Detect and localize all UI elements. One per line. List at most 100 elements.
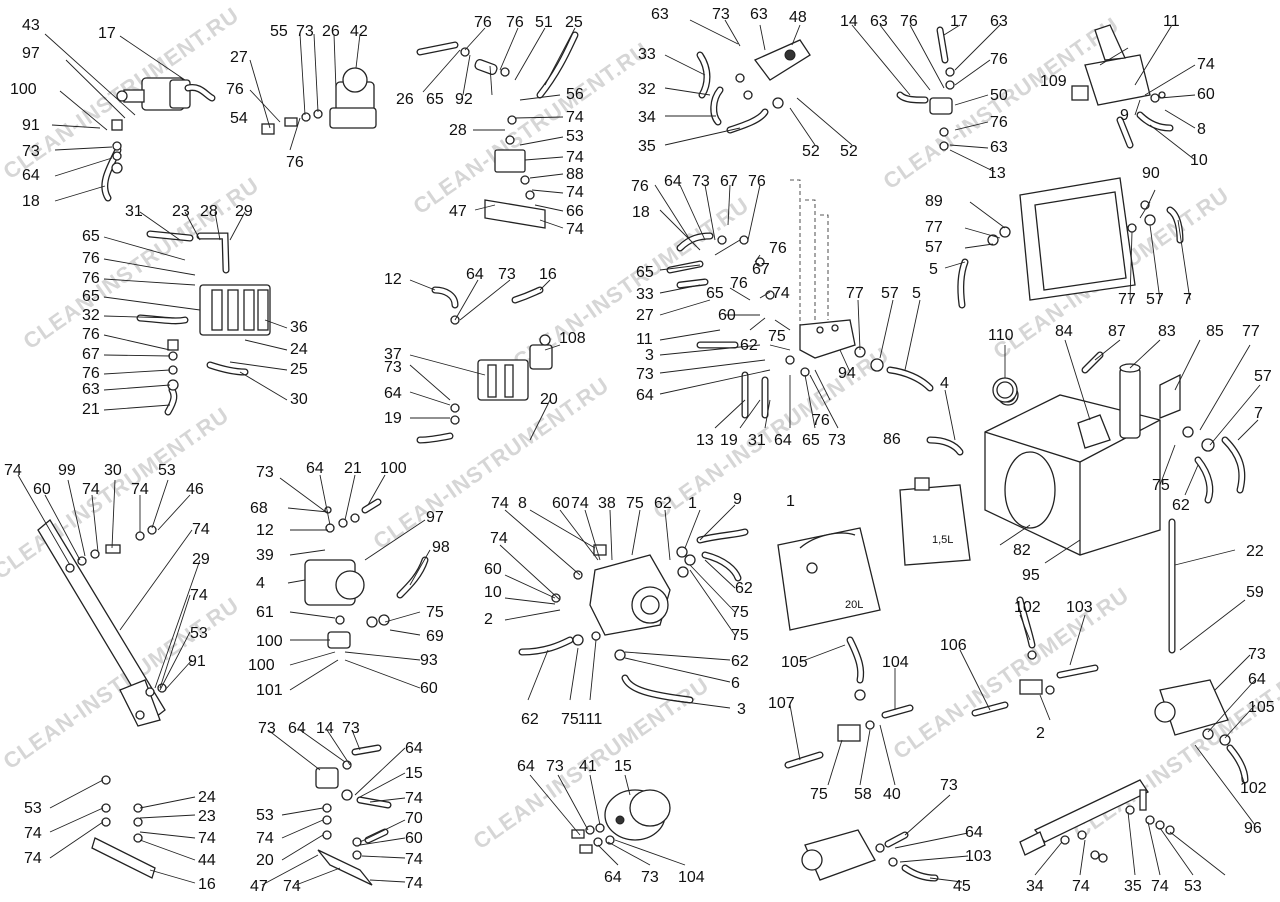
callout: 110 bbox=[988, 327, 1014, 344]
callout: 57 bbox=[881, 285, 899, 302]
callout: 27 bbox=[230, 49, 248, 66]
watermark: CLEAN-INSTRUMENT.RU bbox=[649, 342, 894, 524]
callout: 60 bbox=[33, 481, 51, 498]
small-manifold-47 bbox=[315, 744, 392, 886]
callout: 39 bbox=[256, 547, 274, 564]
hydraulic-tank-95 bbox=[926, 351, 1246, 654]
callout: 74 bbox=[24, 850, 42, 867]
valve-block-48 bbox=[696, 39, 811, 134]
parts: 1,5L 20L bbox=[37, 24, 1249, 886]
callout: 30 bbox=[290, 391, 308, 408]
callout: 7 bbox=[1254, 405, 1263, 422]
callout: 56 bbox=[566, 86, 584, 103]
callout: 8 bbox=[1197, 121, 1206, 138]
callout: 76 bbox=[990, 51, 1008, 68]
callout: 14 bbox=[316, 720, 334, 737]
callout: 67 bbox=[752, 261, 770, 278]
callout: 23 bbox=[172, 203, 190, 220]
callout: 50 bbox=[990, 87, 1008, 104]
callout: 26 bbox=[322, 23, 340, 40]
callout: 12 bbox=[384, 271, 402, 288]
callout: 64 bbox=[405, 740, 423, 757]
callout: 12 bbox=[256, 522, 274, 539]
callout: 4 bbox=[940, 375, 949, 392]
callout: 46 bbox=[186, 481, 204, 498]
callout: 74 bbox=[490, 530, 508, 547]
callout: 74 bbox=[192, 521, 210, 538]
callout: 15 bbox=[614, 758, 632, 775]
callout: 4 bbox=[256, 575, 265, 592]
callout: 73 bbox=[342, 720, 360, 737]
callout: 18 bbox=[22, 193, 40, 210]
callout: 63 bbox=[870, 13, 888, 30]
callout: 17 bbox=[98, 25, 116, 42]
callout: 102 bbox=[1014, 599, 1041, 616]
callout: 63 bbox=[651, 6, 669, 23]
callout: 10 bbox=[1190, 152, 1208, 169]
callout: 2 bbox=[484, 611, 493, 628]
callout: 60 bbox=[405, 830, 423, 847]
callout: 75 bbox=[626, 495, 644, 512]
callout: 77 bbox=[1118, 291, 1136, 308]
callout: 60 bbox=[420, 680, 438, 697]
tee-fitting-106 bbox=[971, 596, 1099, 717]
callout: 53 bbox=[256, 807, 274, 824]
callout: 52 bbox=[802, 143, 820, 160]
callout: 3 bbox=[645, 347, 654, 364]
callout: 7 bbox=[1183, 291, 1192, 308]
callout: 57 bbox=[925, 239, 943, 256]
callout: 64 bbox=[517, 758, 535, 775]
callout: 108 bbox=[559, 330, 586, 347]
callout: 1 bbox=[688, 495, 697, 512]
callout: 97 bbox=[426, 509, 444, 526]
callout: 55 bbox=[270, 23, 288, 40]
callout: 5 bbox=[929, 261, 938, 278]
callout: 76 bbox=[769, 240, 787, 257]
fitting-group-50 bbox=[896, 26, 955, 151]
callout: 68 bbox=[250, 500, 268, 517]
callout: 74 bbox=[283, 878, 301, 895]
callout: 45 bbox=[953, 878, 971, 895]
callout: 74 bbox=[1072, 878, 1090, 895]
callout: 74 bbox=[571, 495, 589, 512]
callout: 65 bbox=[82, 288, 100, 305]
callout: 73 bbox=[498, 266, 516, 283]
callout: 76 bbox=[82, 250, 100, 267]
sectional-valve-36 bbox=[136, 230, 271, 416]
callout: 24 bbox=[198, 789, 216, 806]
callout: 58 bbox=[854, 786, 872, 803]
callout: 100 bbox=[256, 633, 283, 650]
callout: 64 bbox=[965, 824, 983, 841]
tee-fitting-107 bbox=[784, 636, 914, 769]
callout: 11 bbox=[636, 331, 653, 348]
callout: 11 bbox=[1163, 13, 1180, 30]
callout: 27 bbox=[636, 307, 654, 324]
callout: 44 bbox=[198, 852, 216, 869]
callout: 73 bbox=[828, 432, 846, 449]
callout: 73 bbox=[258, 720, 276, 737]
callout: 70 bbox=[405, 810, 423, 827]
callout: 106 bbox=[940, 637, 967, 654]
callout: 2 bbox=[1036, 725, 1045, 742]
callout: 73 bbox=[1248, 646, 1266, 663]
callout: 76 bbox=[474, 14, 492, 31]
callout: 73 bbox=[256, 464, 274, 481]
callout: 18 bbox=[632, 204, 650, 221]
callout: 48 bbox=[789, 9, 807, 26]
callout: 89 bbox=[925, 193, 943, 210]
jerrycan-1-5l: 1,5L bbox=[899, 477, 971, 566]
callout: 87 bbox=[1108, 323, 1126, 340]
callout: 53 bbox=[190, 625, 208, 642]
callout: 75 bbox=[1152, 477, 1170, 494]
callout: 96 bbox=[1244, 820, 1262, 837]
callout: 24 bbox=[290, 341, 308, 358]
hydraulic-cylinder-46 bbox=[37, 519, 167, 727]
callout: 77 bbox=[846, 285, 864, 302]
callout: 74 bbox=[131, 481, 149, 498]
callout: 62 bbox=[1172, 497, 1190, 514]
callout: 53 bbox=[158, 462, 176, 479]
gear-pump-43 bbox=[101, 77, 216, 202]
callout: 26 bbox=[396, 91, 414, 108]
callout: 92 bbox=[455, 91, 473, 108]
callout: 102 bbox=[1240, 780, 1267, 797]
